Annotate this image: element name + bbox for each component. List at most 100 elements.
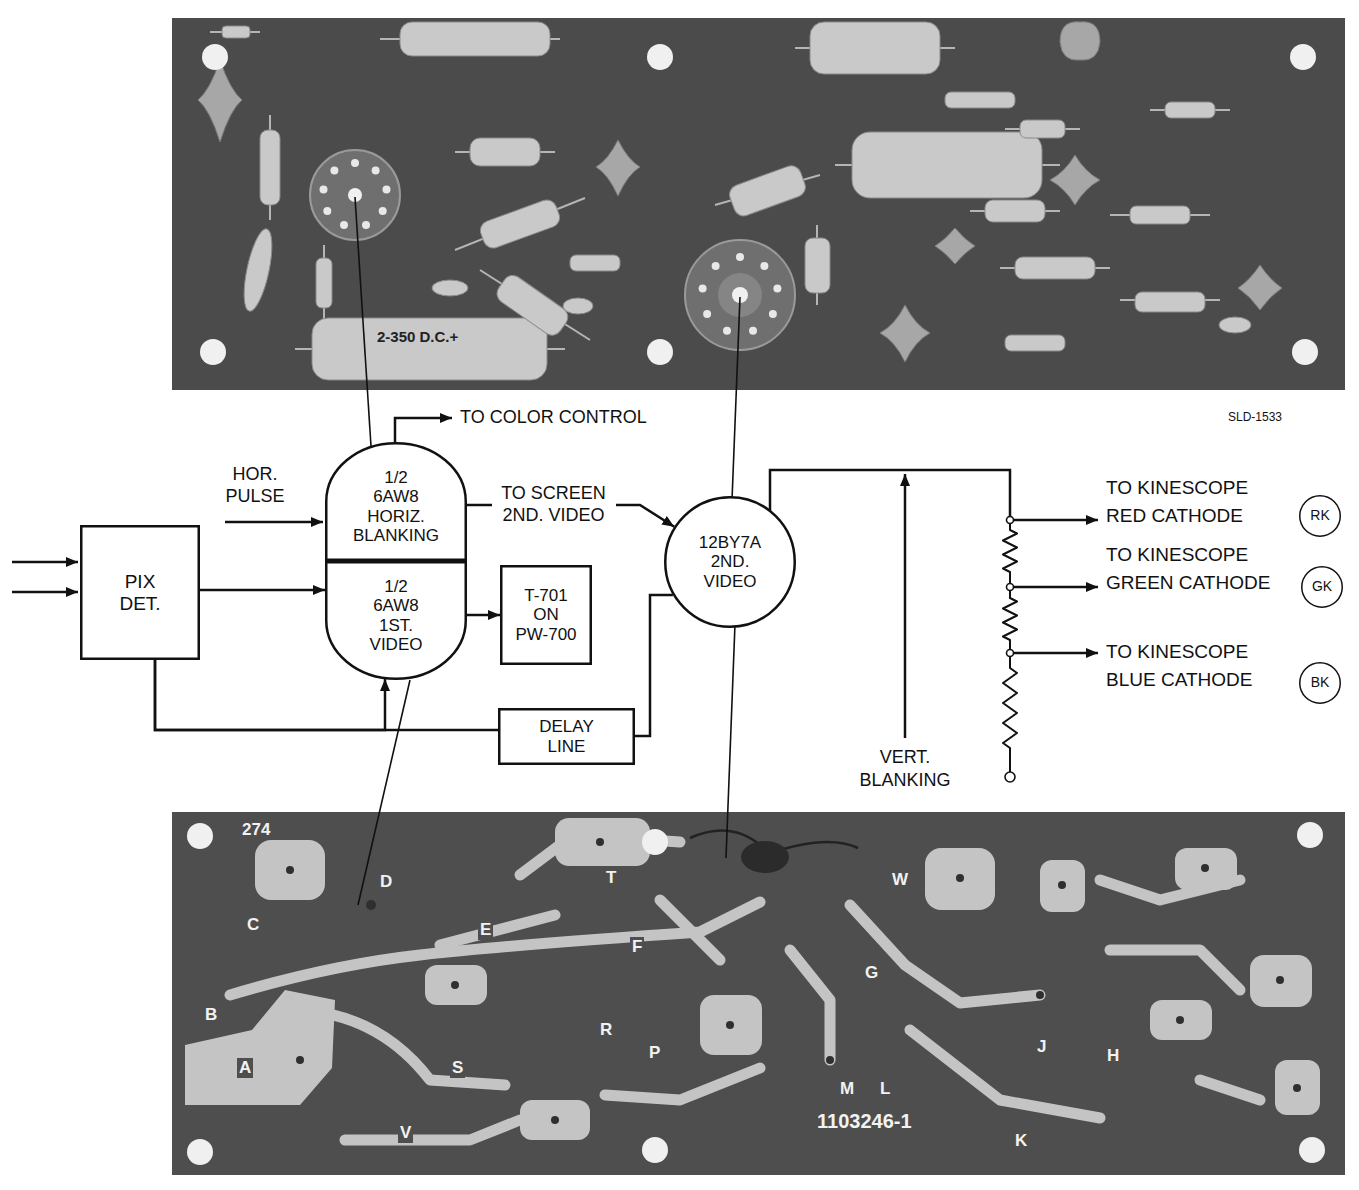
component-side-photo — [400, 22, 550, 56]
foil-side-photo — [255, 840, 325, 900]
component-side-photo — [703, 310, 711, 318]
foil-side-photo — [1293, 1084, 1301, 1092]
board-marking: R — [598, 1020, 614, 1040]
foil-side-photo — [1110, 950, 1240, 990]
component-side-photo — [736, 253, 744, 261]
board-marking: H — [1105, 1046, 1121, 1066]
component-side-photo — [312, 318, 547, 380]
foil-side-photo — [726, 1021, 734, 1029]
board-marking: E — [478, 920, 493, 940]
foil-side-photo — [1297, 822, 1323, 848]
detector-box: PIX DET. — [80, 525, 200, 660]
signal-wire — [12, 561, 78, 564]
board-marking: V — [398, 1123, 413, 1143]
node-text: BK — [1299, 675, 1341, 691]
junction-dot — [1007, 517, 1014, 524]
component-side-photo — [1219, 317, 1251, 333]
component-side-photo — [805, 238, 830, 293]
component-side-photo — [773, 284, 781, 292]
foil-side-photo — [187, 822, 1325, 1165]
board-marking: F — [630, 937, 644, 957]
component-side-photo — [699, 284, 707, 292]
component-side-photo — [470, 138, 540, 166]
foil-side-photo — [700, 995, 762, 1055]
signal-wire — [904, 474, 907, 738]
component-side-photo — [172, 18, 1345, 390]
foil-side-photo — [451, 981, 459, 989]
foil-side-photo — [425, 965, 487, 1005]
node-text: T-701 ON PW-700 — [500, 586, 592, 643]
foil-side-photo — [596, 838, 604, 846]
foil-side-photo — [1275, 1060, 1320, 1115]
component-side-photo — [723, 327, 731, 335]
board-marking: D — [378, 872, 394, 892]
foil-side-photo — [690, 830, 760, 845]
board-marking: G — [863, 963, 880, 983]
component-side-photo — [320, 159, 391, 229]
foil-side-photo — [790, 950, 830, 1060]
foil-side-photo — [910, 1030, 1100, 1118]
foil-side-photo — [366, 900, 376, 910]
component-side-photo — [727, 163, 808, 219]
signal-wire — [770, 470, 1010, 520]
component-side-photo — [200, 44, 1318, 365]
component-side-photo — [310, 150, 400, 240]
foil-side-photo — [345, 1120, 520, 1140]
foil-side-photo — [925, 848, 995, 910]
board-marking: P — [647, 1043, 662, 1063]
component-side-photo — [712, 262, 720, 270]
board-marking: 274 — [240, 820, 272, 840]
board-marking: B — [203, 1005, 219, 1025]
component-side-photo — [810, 22, 940, 74]
node-outline — [1300, 496, 1341, 537]
board-marking: T — [604, 868, 618, 888]
component-side-photo — [316, 258, 332, 308]
component-side-photo — [1290, 44, 1316, 70]
leader-line — [355, 197, 371, 446]
board-marking: K — [1013, 1131, 1029, 1151]
component-side-photo — [372, 167, 380, 175]
transformer-box: T-701 ON PW-700 — [500, 565, 592, 665]
signal-wire — [225, 521, 323, 524]
component-side-photo — [1165, 102, 1215, 118]
foil-side-photo — [1036, 991, 1044, 999]
board-marking: A — [237, 1058, 253, 1078]
board-marking: S — [450, 1058, 465, 1078]
component-side-photo — [222, 22, 1251, 380]
signal-connector — [635, 595, 673, 736]
component-side-photo — [1238, 265, 1282, 310]
foil-side-photo — [1200, 1080, 1260, 1100]
foil-side-photo — [1040, 860, 1085, 912]
delay-line-box: DELAY LINE — [498, 708, 635, 765]
component-side-photo — [647, 44, 673, 70]
resistor-symbol — [1003, 520, 1017, 587]
node-text: GK — [1301, 579, 1343, 595]
component-side-photo — [1135, 292, 1205, 312]
foil-side-photo — [1100, 880, 1240, 900]
component-side-photo — [1060, 22, 1100, 60]
component-side-photo — [200, 339, 226, 365]
node-text: 1/2 6AW8 1ST. VIDEO — [325, 577, 467, 653]
component-side-photo — [239, 227, 278, 314]
foil-side-photo — [956, 874, 964, 882]
component-side-photo — [310, 150, 795, 350]
leader-line — [732, 297, 740, 500]
foil-side-photo — [605, 1068, 760, 1100]
foil-side-photo — [690, 830, 858, 873]
foil-side-photo — [286, 838, 1301, 1124]
foil-side-photo — [1150, 1000, 1212, 1040]
output-label: TO KINESCOPE RED CATHODE — [1106, 474, 1281, 529]
signal-wire — [1010, 652, 1098, 655]
signal-wire — [395, 418, 452, 442]
foil-side-photo — [642, 1137, 668, 1163]
node-outline — [1300, 663, 1341, 704]
component-side-photo — [455, 198, 585, 250]
foil-side-photo — [296, 1056, 304, 1064]
node-text: 1/2 6AW8 HORIZ. BLANKING — [325, 468, 467, 544]
part-number: 1103246-1 — [815, 1110, 914, 1133]
component-side-photo — [880, 305, 930, 362]
foil-side-photo — [230, 838, 1260, 1140]
component-side-photo — [749, 327, 757, 335]
component-side-photo — [172, 18, 1345, 390]
